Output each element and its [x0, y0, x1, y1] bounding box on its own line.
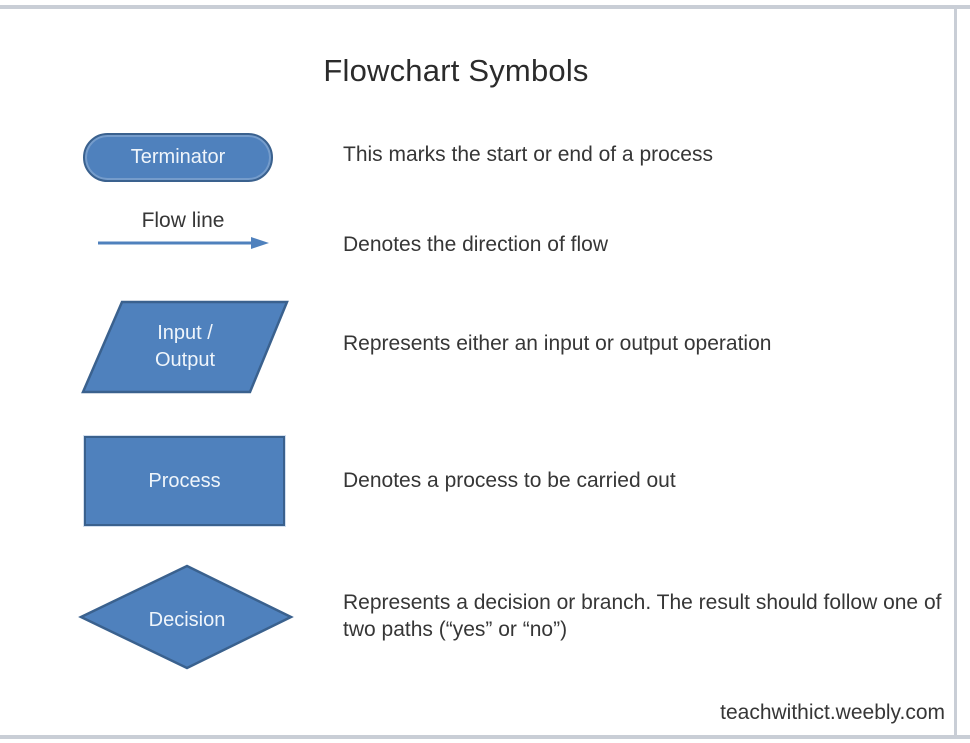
- input-output-label-text: Input / Output: [154, 322, 216, 371]
- decision-shape-label: Decision: [127, 606, 247, 634]
- slide-top-border: [0, 5, 970, 9]
- parallelogram: [81, 300, 289, 394]
- process-shape: Process: [84, 436, 285, 526]
- flow-arrow-icon: [98, 237, 269, 249]
- slide-right-border: [954, 5, 957, 739]
- terminator-description: This marks the start or end of a process: [343, 143, 713, 166]
- diamond: [78, 564, 294, 670]
- flow-line-description: Denotes the direction of flow: [343, 233, 608, 256]
- terminator-shape: Terminator: [83, 133, 273, 182]
- input-output-description: Represents either an input or output ope…: [343, 332, 772, 355]
- flow-line-label: Flow line: [141, 209, 225, 232]
- slide-bottom-border: [0, 735, 970, 739]
- process-description: Denotes a process to be carried out: [343, 469, 676, 492]
- page-title: Flowchart Symbols: [323, 53, 589, 88]
- input-output-shape: [81, 300, 289, 394]
- arrow-head: [251, 237, 269, 249]
- site-credit: teachwithict.weebly.com: [720, 701, 945, 724]
- process-shape-label: Process: [148, 469, 221, 492]
- decision-label-text: Decision: [148, 608, 226, 631]
- decision-description: Represents a decision or branch. The res…: [343, 591, 942, 642]
- decision-shape: [78, 564, 294, 670]
- input-output-shape-label: Input / Output: [143, 317, 227, 377]
- terminator-shape-label: Terminator: [130, 146, 226, 168]
